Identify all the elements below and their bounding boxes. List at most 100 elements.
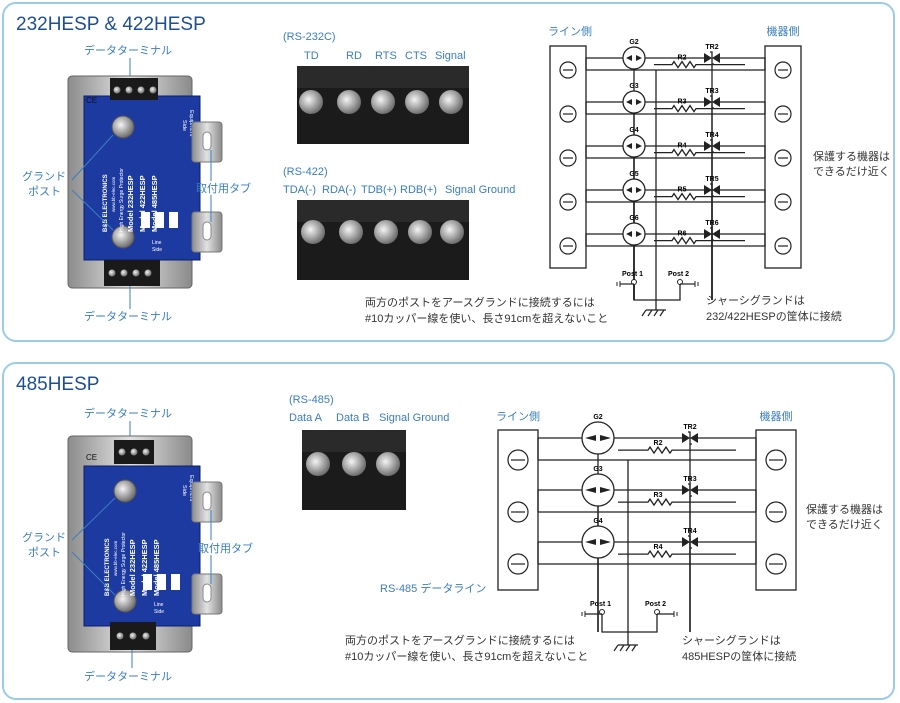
equip-side-label: 機器側 [767,24,800,38]
post2-label: Post 2 [645,601,666,608]
protect-note: できるだけ近く [813,165,890,178]
resistor-icon [618,549,736,559]
gas-tube-label: G3 [593,466,602,473]
rs422-terminal: (RS-422) TDA(-) RDA(-) TDB(+) RDB(+) Sig… [283,166,515,280]
equip-side-text: Side [181,485,187,496]
gas-tube-label: G3 [629,83,638,90]
ground-note: 両方のポストをアースグランドに接続するには [365,295,595,309]
tvs-diode-icon [682,535,698,632]
resistor-icon [654,148,745,157]
mount-tab-label: 取付用タブ [198,541,253,555]
ground-note: #10カッパー線を使い、長さ91cmを超えないこと [345,649,588,663]
resistor-icon [654,104,745,113]
terminal-top-label: データターミナル [84,43,172,57]
line-side-label: ライン側 [496,410,540,423]
rs485-terminal: (RS-485) Data A Data B Signal Ground [289,394,449,510]
schematic-232-422: ライン側 機器側 G2TR2R2G3TR3R3G4TR4R4G5TR5R5G6T… [365,24,890,325]
gas-tube-label: G2 [593,414,602,421]
terminal-screw-icon [774,61,792,79]
resistor-icon [654,60,745,69]
terminal-screw-icon [774,193,792,211]
rs485-pin-label: Signal Ground [379,412,449,424]
rs422-pin-label: Signal Ground [445,184,515,196]
resistor-label: R3 [654,492,663,499]
terminal-screw-icon [559,237,577,255]
resistor-icon [618,445,736,455]
resistor-icon [618,497,736,507]
equip-side-text: Equipment [188,475,194,502]
protect-note: 保護する機器は [813,149,890,163]
equip-side-label: 機器側 [760,409,793,423]
terminal-screw-icon [765,501,787,523]
terminal-screw-icon [559,61,577,79]
tvs-label: TR4 [683,528,696,535]
ground-post-label: グランド [22,169,66,183]
ground-post-label: グランド [22,530,66,544]
protect-note: できるだけ近く [806,518,883,531]
section-232-422: データターミナル CE Equipment Side Model 232HESP… [22,24,890,325]
model-text: Model 485HESP [152,539,161,596]
line-side-text: Line [152,240,162,246]
terminal-screw-icon [559,105,577,123]
terminal-bottom-label: データターミナル [84,309,172,323]
section-485: データターミナル CE Equipment Side Model 232HESP… [22,394,883,683]
terminal-screw-icon [507,449,529,471]
post2-label: Post 2 [668,271,689,278]
terminal-bottom-label: データターミナル [84,669,172,683]
rs232-terminal: (RS-232C) TD RD RTS CTS Signal [283,31,469,144]
rs232-pin-label: RD [346,50,362,62]
line-side-label: ライン側 [548,25,592,38]
rs422-pin-label: RDA(-) [322,184,356,196]
terminal-screw-icon [774,149,792,167]
ground-post-label: ポスト [28,546,61,559]
rs422-pin-label: TDB(+) [361,184,397,196]
gas-tube-icon [581,525,615,632]
section-title: 485HESP [16,374,100,395]
rs232-pin-label: CTS [405,50,427,62]
gas-tube-label: G2 [629,39,638,46]
model-text: Model 422HESP [140,539,149,596]
brand-text: B&B ELECTRONICS [105,538,111,596]
resistor-label: R6 [678,231,687,238]
data-line-label: RS-485 データライン [380,581,486,595]
url-text: www.bb-elec.com [113,540,118,576]
chassis-note: シャーシグランドは [706,293,805,307]
model-text: Model 232HESP [126,175,135,232]
rs232-pin-label: RTS [375,50,397,62]
terminal-screw-icon [507,553,529,575]
brand-text: B&B ELECTRONICS [103,174,109,232]
post1-label: Post 1 [622,271,643,278]
rs232-title: (RS-232C) [283,31,336,43]
gas-tube-icon [622,178,646,300]
model-text: Model 485HESP [150,175,159,232]
section-title: 232HESP & 422HESP [16,14,206,35]
tvs-label: TR3 [683,476,696,483]
line-side-text: Side [154,609,164,615]
ce-mark: CE [86,96,97,105]
ground-note: #10カッパー線を使い、長さ91cmを超えないこと [365,311,608,325]
terminal-screw-icon [765,553,787,575]
model-text: Model 232HESP [128,539,137,596]
mount-tab-label: 取付用タブ [196,181,251,195]
resistor-label: R5 [678,187,687,194]
post1-label: Post 1 [590,601,611,608]
ground-note: 両方のポストをアースグランドに接続するには [345,633,575,647]
terminal-screw-icon [774,105,792,123]
line-side-text: Line [154,602,164,608]
device-photo: データターミナル CE Equipment Side Model 232HESP… [22,406,253,683]
gas-tube-label: G6 [629,215,638,222]
rs485-pin-label: Data B [336,412,370,424]
terminal-screw-icon [559,149,577,167]
resistor-icon [654,236,745,245]
chassis-note: 232/422HESPの筐体に接続 [706,309,842,323]
gas-tube-icon [622,222,646,300]
tvs-label: TR3 [705,88,718,95]
terminal-screw-icon [765,449,787,471]
rs485-title: (RS-485) [289,394,334,406]
equip-side-text: Side [181,120,187,131]
